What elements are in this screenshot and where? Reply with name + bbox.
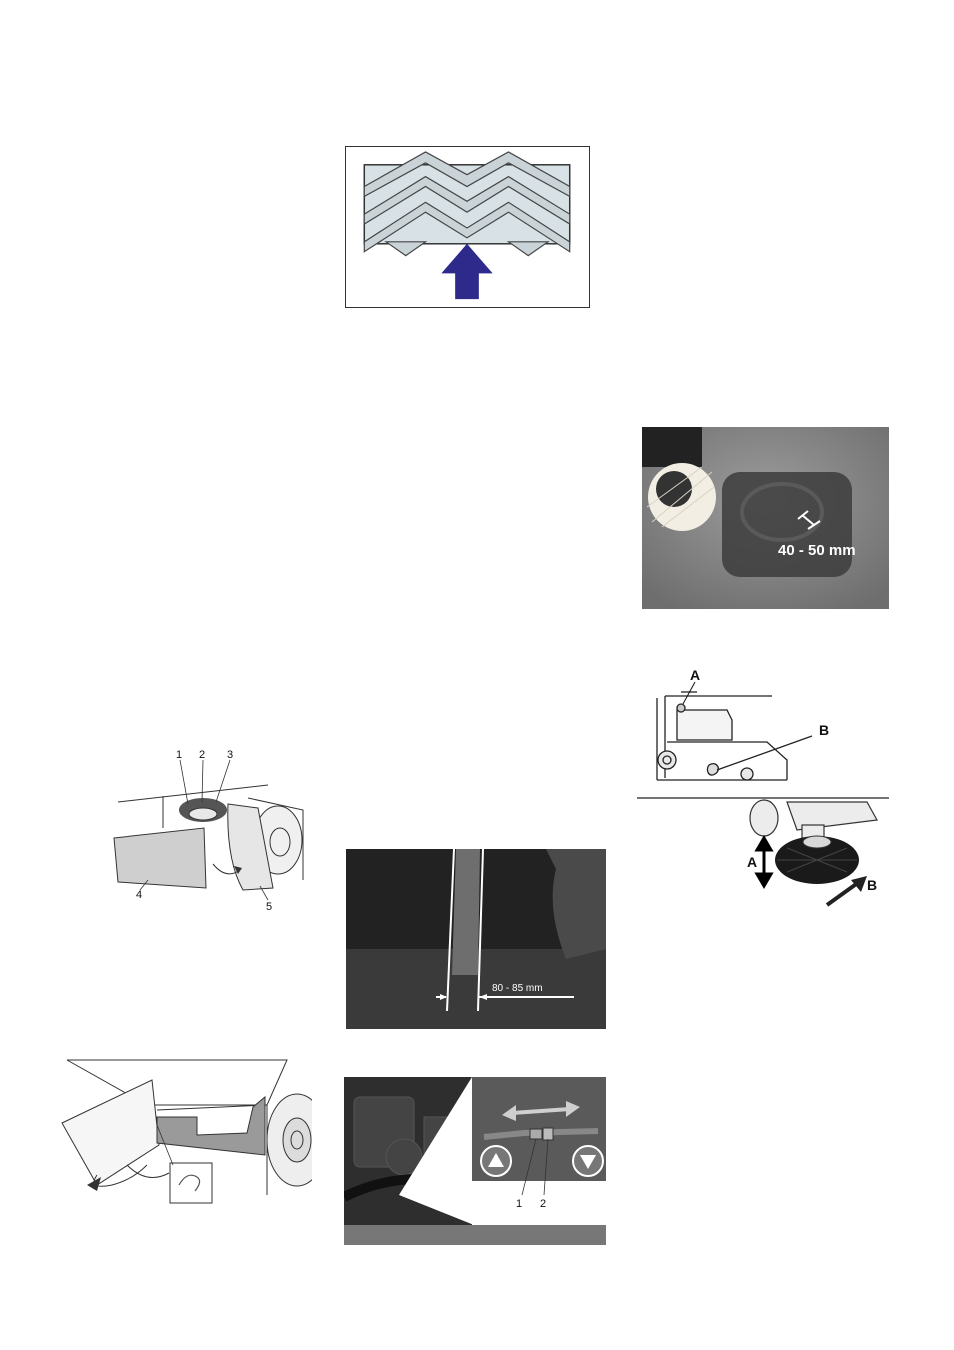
callout-2: 2 <box>540 1198 546 1210</box>
brush-pattern-measurement: 40 - 50 mm <box>778 542 856 559</box>
callout-3: 3 <box>227 749 233 761</box>
down-circle-icon <box>573 1146 603 1176</box>
brush-cover-figure: 1 2 3 4 5 <box>108 740 308 920</box>
linkage-adjust-figure: 1 2 <box>344 1077 606 1245</box>
label-b-bottom: B <box>867 877 877 893</box>
chevron-filter-figure <box>345 146 590 308</box>
callout-5: 5 <box>266 901 272 913</box>
double-arrow-icon <box>757 838 771 886</box>
side-brush-adjust-figure: A B A B <box>637 660 889 912</box>
chevron-filter-diagram <box>346 147 589 307</box>
flap-removal-figure <box>57 1045 312 1213</box>
callout-1: 1 <box>176 749 182 761</box>
up-arrow-icon <box>441 244 492 299</box>
label-b-top: B <box>819 722 829 738</box>
main-brush-measurement: 80 - 85 mm <box>492 983 543 994</box>
callout-1: 1 <box>516 1198 522 1210</box>
side-brush-icon <box>775 836 859 884</box>
flap-panel <box>62 1080 159 1185</box>
label-a-top: A <box>690 667 700 683</box>
brush-pattern-photo: 40 - 50 mm <box>642 427 889 609</box>
label-a-bottom: A <box>747 854 757 870</box>
main-brush-pattern-photo: 80 - 85 mm <box>346 849 606 1029</box>
callout-2: 2 <box>199 749 205 761</box>
callout-4: 4 <box>136 889 142 901</box>
brush-icon <box>179 798 227 822</box>
cover-panel-4 <box>114 828 206 888</box>
detail-inset <box>170 1163 212 1203</box>
up-circle-icon <box>481 1146 511 1176</box>
